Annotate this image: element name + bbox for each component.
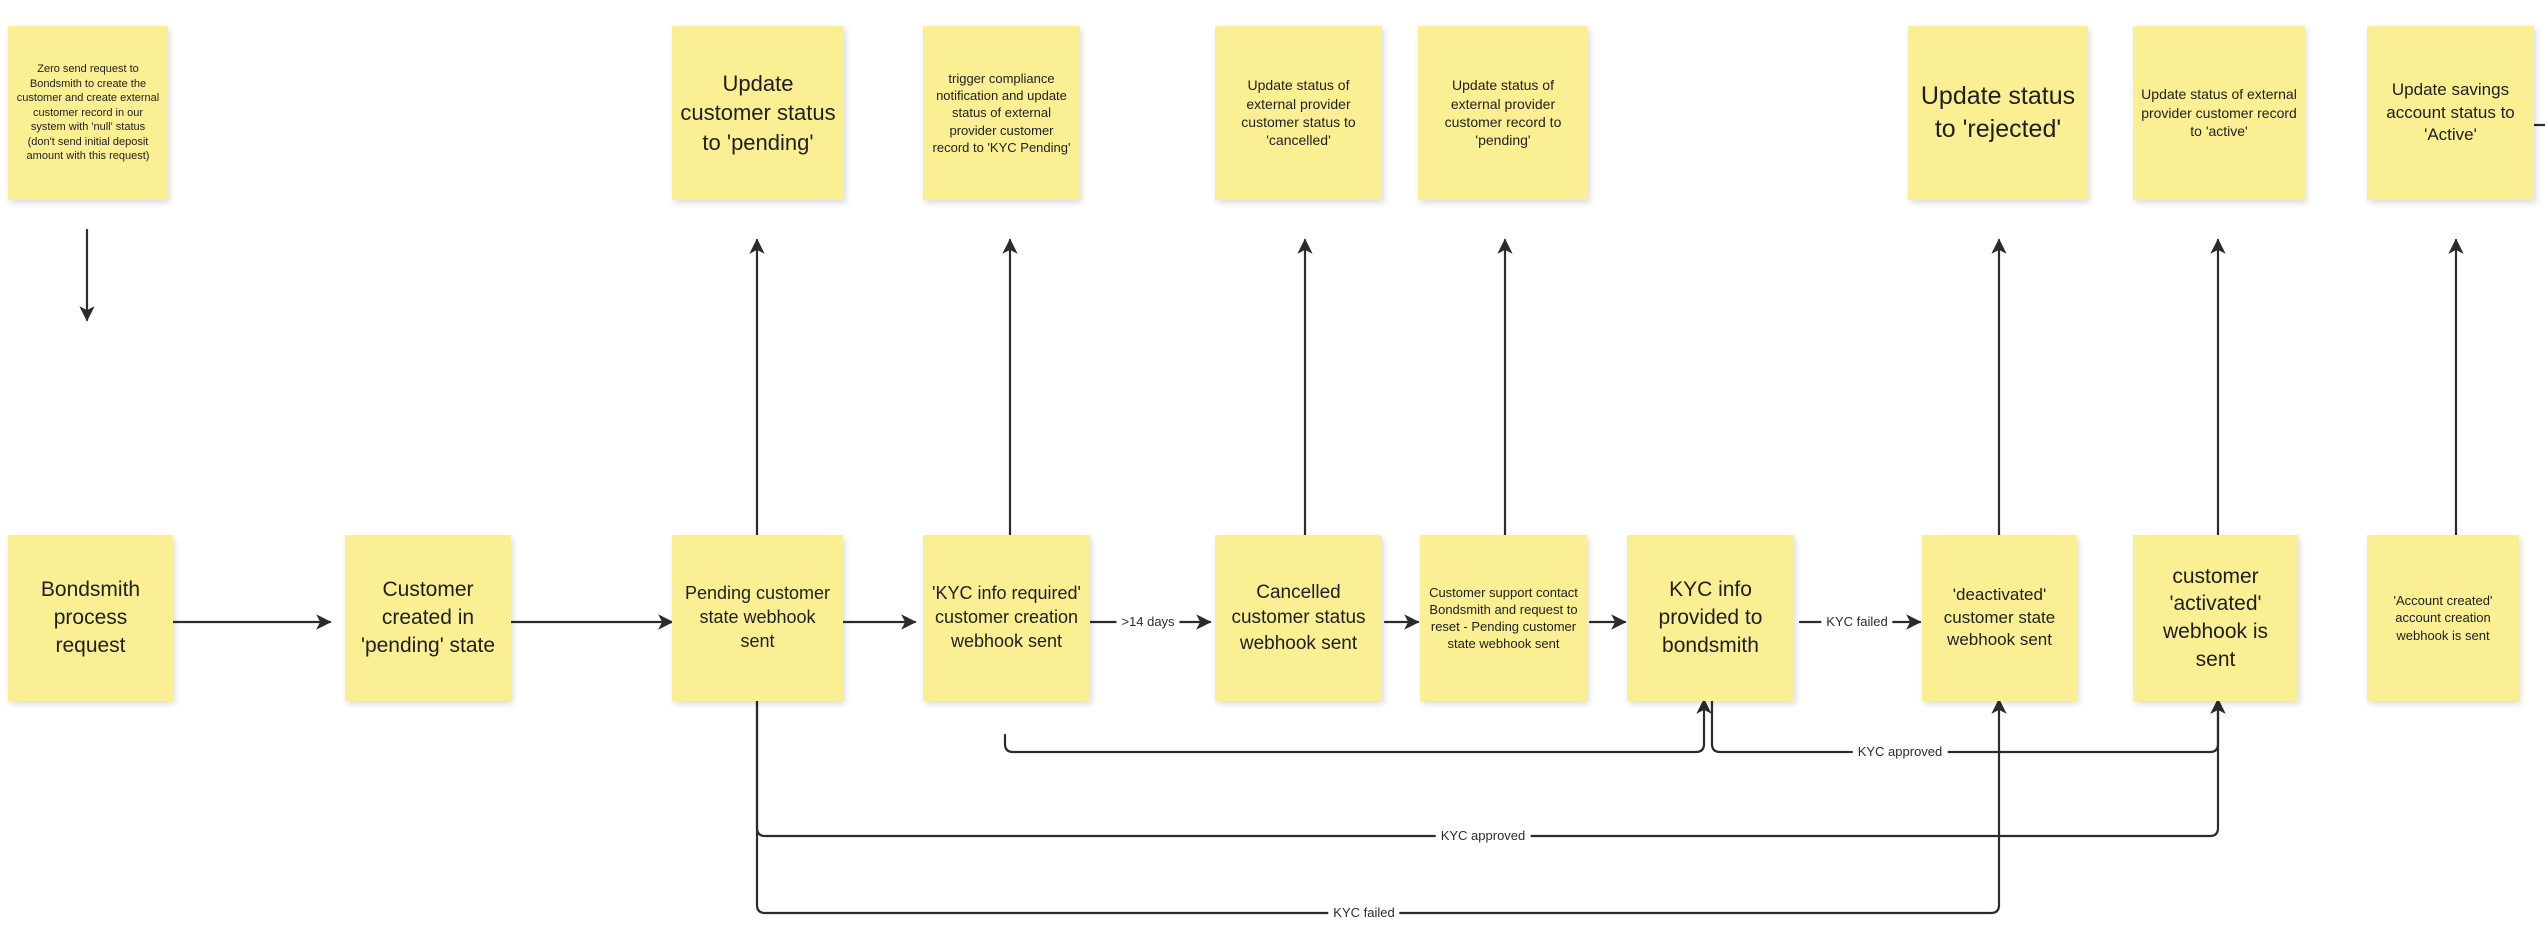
note-deactivated-webhook-sent[interactable]: 'deactivated' customer state webhook sen… bbox=[1922, 535, 2077, 701]
edge-label-kyc-failed-inline: KYC failed bbox=[1821, 615, 1893, 629]
edge-kyc-approved-right bbox=[1710, 698, 2226, 754]
note-update-status-rejected[interactable]: Update status to 'rejected' bbox=[1908, 26, 2088, 200]
note-text: Update status of external provider custo… bbox=[2141, 86, 2297, 140]
note-text: Pending customer state webhook sent bbox=[684, 583, 831, 651]
note-update-external-cancelled[interactable]: Update status of external provider custo… bbox=[1215, 26, 1382, 200]
note-text: Customer support contact Bondsmith and r… bbox=[1429, 584, 1578, 652]
edge-label-kyc-failed-bottom: KYC failed bbox=[1328, 906, 1400, 920]
note-cancelled-webhook-sent[interactable]: Cancelled customer status webhook sent bbox=[1215, 535, 1382, 701]
note-customer-activated-webhook[interactable]: customer 'activated' webhook is sent bbox=[2133, 535, 2298, 701]
edge-kyc-approved-mid bbox=[755, 698, 2226, 838]
note-text: Update savings account status to 'Active… bbox=[2386, 80, 2515, 145]
edge-kyc-failed-bottom bbox=[755, 698, 2007, 915]
note-zero-send-request[interactable]: Zero send request to Bondsmith to create… bbox=[8, 26, 168, 200]
note-trigger-compliance[interactable]: trigger compliance notification and upda… bbox=[923, 26, 1080, 200]
note-text: Update status of external provider custo… bbox=[1241, 77, 1356, 149]
note-text: Update customer status to 'pending' bbox=[680, 71, 836, 155]
note-account-created-webhook[interactable]: 'Account created' account creation webho… bbox=[2367, 535, 2519, 701]
note-bondsmith-process-request[interactable]: Bondsmith process request bbox=[8, 535, 173, 701]
note-text: 'Account created' account creation webho… bbox=[2393, 593, 2493, 643]
note-text: trigger compliance notification and upda… bbox=[932, 71, 1071, 155]
note-pending-webhook-sent[interactable]: Pending customer state webhook sent bbox=[672, 535, 843, 701]
note-text: customer 'activated' webhook is sent bbox=[2162, 564, 2269, 671]
note-text: 'deactivated' customer state webhook sen… bbox=[1943, 585, 2056, 650]
note-text: KYC info provided to bondsmith bbox=[1658, 578, 1763, 657]
note-text: Update status of external provider custo… bbox=[1444, 77, 1562, 149]
note-update-external-pending[interactable]: Update status of external provider custo… bbox=[1418, 26, 1588, 200]
note-kyc-info-provided[interactable]: KYC info provided to bondsmith bbox=[1627, 535, 1794, 701]
note-text: Bondsmith process request bbox=[40, 578, 141, 657]
note-customer-support-reset[interactable]: Customer support contact Bondsmith and r… bbox=[1420, 535, 1587, 701]
note-update-customer-status-pending[interactable]: Update customer status to 'pending' bbox=[672, 26, 844, 200]
edge-label-kyc-approved-mid: KYC approved bbox=[1435, 829, 1531, 843]
edge-label-kyc-approved-upper: KYC approved bbox=[1852, 745, 1948, 759]
note-customer-created-pending[interactable]: Customer created in 'pending' state bbox=[345, 535, 511, 701]
edge-label-over-14-days: >14 days bbox=[1116, 615, 1180, 629]
note-text: Update status to 'rejected' bbox=[1920, 82, 2076, 143]
note-text: 'KYC info required' customer creation we… bbox=[932, 583, 1081, 651]
note-update-external-active[interactable]: Update status of external provider custo… bbox=[2133, 26, 2305, 200]
note-text: Cancelled customer status webhook sent bbox=[1231, 582, 1366, 654]
note-text: Customer created in 'pending' state bbox=[360, 578, 496, 657]
edge-kyc-approved-upper bbox=[1003, 698, 1712, 754]
note-text: Zero send request to Bondsmith to create… bbox=[16, 63, 160, 163]
note-update-savings-active[interactable]: Update savings account status to 'Active… bbox=[2367, 26, 2534, 200]
note-kyc-info-required-webhook[interactable]: 'KYC info required' customer creation we… bbox=[923, 535, 1090, 701]
